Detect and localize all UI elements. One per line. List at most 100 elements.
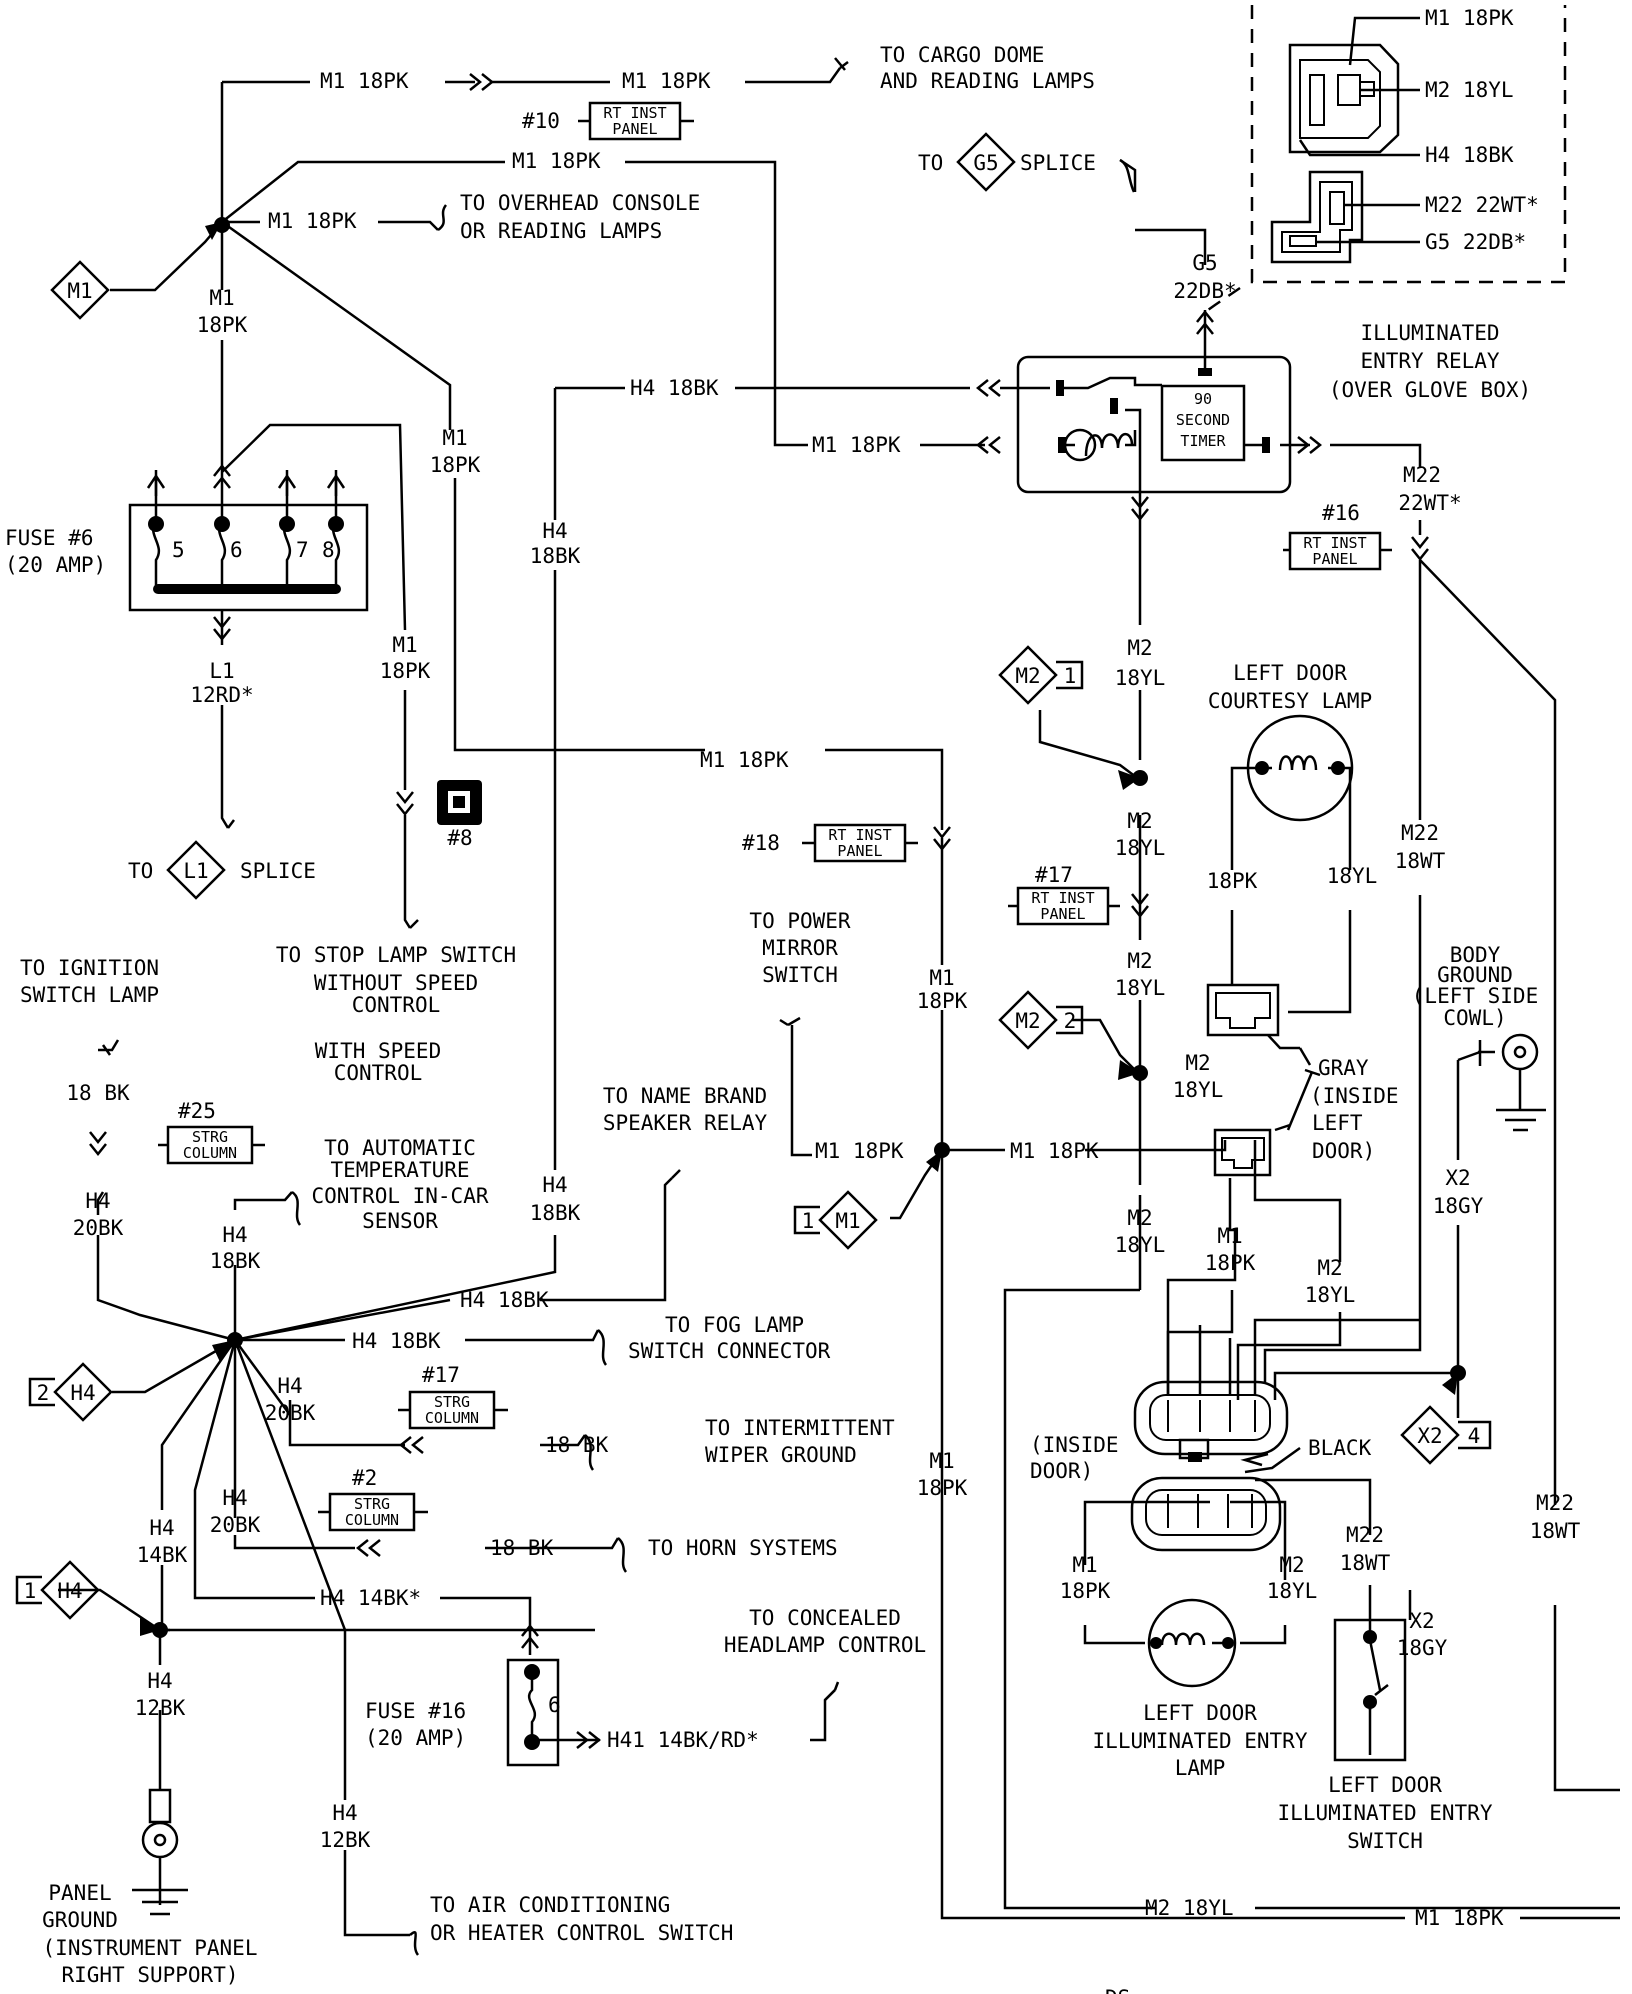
svg-text:MIRROR: MIRROR — [762, 936, 838, 960]
svg-text:18GY: 18GY — [1397, 1636, 1448, 1660]
svg-text:#10: #10 — [522, 109, 560, 133]
svg-text:M1: M1 — [929, 1449, 954, 1473]
svg-text:14BK: 14BK — [137, 1543, 188, 1567]
svg-text:TO: TO — [128, 859, 153, 883]
svg-text:#16: #16 — [1322, 501, 1360, 525]
svg-text:TO INTERMITTENT: TO INTERMITTENT — [705, 1416, 895, 1440]
svg-text:22WT*: 22WT* — [1398, 491, 1461, 515]
svg-text:1: 1 — [1064, 664, 1077, 688]
svg-text:18PK: 18PK — [197, 313, 248, 337]
svg-text:M1 18PK: M1 18PK — [1010, 1139, 1099, 1163]
svg-text:M1 18PK: M1 18PK — [812, 433, 901, 457]
svg-text:OR READING LAMPS: OR READING LAMPS — [460, 219, 662, 243]
svg-text:TO STOP LAMP SWITCH: TO STOP LAMP SWITCH — [276, 943, 516, 967]
svg-text:90: 90 — [1194, 390, 1212, 408]
timer-label: 90 SECOND TIMER — [1176, 390, 1230, 450]
svg-text:FUSE #16: FUSE #16 — [365, 1699, 466, 1723]
panel-ground-symbol — [132, 1788, 188, 1916]
svg-text:M1 18PK: M1 18PK — [268, 209, 357, 233]
svg-text:CONTROL IN-CAR: CONTROL IN-CAR — [311, 1184, 488, 1208]
svg-text:RT INST: RT INST — [1303, 534, 1366, 552]
wire-h4-18bk-b — [234, 1177, 673, 1342]
wire-h4-fog — [235, 1329, 600, 1342]
svg-text:ENTRY RELAY: ENTRY RELAY — [1360, 349, 1499, 373]
svg-text:12BK: 12BK — [320, 1828, 371, 1852]
svg-text:H4: H4 — [542, 519, 567, 543]
fuse-6-block — [128, 470, 369, 612]
svg-text:M22: M22 — [1403, 463, 1441, 487]
svg-text:12BK: 12BK — [135, 1696, 186, 1720]
svg-text:M1: M1 — [835, 1209, 860, 1233]
svg-text:18PK: 18PK — [917, 1476, 968, 1500]
svg-text:M22: M22 — [1401, 821, 1439, 845]
wire-fuse6-top — [221, 423, 412, 929]
svg-text:1: 1 — [24, 1579, 37, 1603]
wire-lower-door — [1083, 1478, 1412, 1710]
svg-text:SENSOR: SENSOR — [362, 1209, 438, 1233]
svg-text:H4: H4 — [542, 1173, 567, 1197]
svg-text:L1: L1 — [209, 659, 234, 683]
svg-text:M22: M22 — [1536, 1491, 1574, 1515]
svg-text:TO: TO — [918, 151, 943, 175]
svg-text:SWITCH CONNECTOR: SWITCH CONNECTOR — [628, 1339, 831, 1363]
connector-8-icon — [437, 780, 482, 825]
svg-text:18YL: 18YL — [1115, 976, 1166, 1000]
svg-text:M1: M1 — [442, 426, 467, 450]
svg-text:COLUMN: COLUMN — [425, 1409, 479, 1427]
svg-text:M2 18YL: M2 18YL — [1425, 78, 1514, 102]
body-ground-symbol — [1457, 1033, 1546, 1132]
splice-g5: G5 — [956, 132, 1016, 192]
connector-2-steering: #2 STRG COLUMN — [318, 1466, 428, 1532]
svg-text:1: 1 — [802, 1209, 815, 1233]
svg-text:COWL): COWL) — [1443, 1006, 1506, 1030]
wire-h4-wiper — [233, 1339, 587, 1447]
svg-text:M22 22WT*: M22 22WT* — [1425, 193, 1539, 217]
svg-text:(INSTRUMENT PANEL: (INSTRUMENT PANEL — [43, 1936, 258, 1960]
svg-text:18BK: 18BK — [530, 1201, 581, 1225]
svg-text:SPEAKER RELAY: SPEAKER RELAY — [603, 1111, 768, 1135]
svg-text:22DB*: 22DB* — [1173, 279, 1236, 303]
svg-text:2: 2 — [1064, 1009, 1077, 1033]
svg-text:18YL: 18YL — [1327, 864, 1378, 888]
svg-text:WITH SPEED: WITH SPEED — [315, 1039, 441, 1063]
svg-text:ILLUMINATED ENTRY: ILLUMINATED ENTRY — [1093, 1729, 1308, 1753]
svg-text:12RD*: 12RD* — [190, 683, 253, 707]
svg-text:H4 18BK: H4 18BK — [630, 376, 719, 400]
svg-text:4: 4 — [1468, 1424, 1481, 1448]
svg-text:SPLICE: SPLICE — [1020, 151, 1096, 175]
splice-m2-2: M2 2 — [998, 990, 1084, 1050]
svg-text:AND READING LAMPS: AND READING LAMPS — [880, 69, 1095, 93]
wire-m1-top — [220, 67, 842, 222]
svg-text:18WT: 18WT — [1340, 1551, 1391, 1575]
svg-text:M1 18PK: M1 18PK — [700, 748, 789, 772]
door-connector-pair — [1130, 1290, 1420, 1552]
wire-h4-splice-1 — [58, 1588, 595, 1790]
svg-text:BLACK: BLACK — [1308, 1436, 1372, 1460]
splice-l1: L1 — [166, 840, 226, 900]
svg-text:H4 18BK: H4 18BK — [1425, 143, 1514, 167]
svg-text:DS: DS — [1105, 1986, 1130, 1994]
connector-10: #10 RT INST PANEL — [522, 101, 694, 141]
svg-text:18PK: 18PK — [1205, 1251, 1256, 1275]
svg-text:7: 7 — [296, 538, 309, 562]
wire-m1-splice-in — [110, 218, 224, 292]
svg-text:LAMP: LAMP — [1175, 1756, 1226, 1780]
svg-text:SWITCH: SWITCH — [1347, 1829, 1423, 1853]
left-door-illuminated-entry-lamp — [1147, 1598, 1237, 1688]
connector-17: #17 RT INST PANEL — [1008, 863, 1120, 926]
wire-labels: M1 18PK M1 18PK M1 18PK M1 18PK M1 18PK … — [66, 69, 1580, 1930]
svg-text:M22: M22 — [1346, 1523, 1384, 1547]
svg-text:GRAY: GRAY — [1318, 1056, 1369, 1080]
splice-m1: M1 — [50, 260, 110, 320]
wire-courtesy-lamp — [1230, 766, 1352, 1014]
svg-text:CONTROL: CONTROL — [334, 1061, 423, 1085]
splice-h4-1: H4 1 — [15, 1560, 100, 1620]
svg-text:18BK: 18BK — [210, 1249, 261, 1273]
svg-text:H4 18BK: H4 18BK — [460, 1288, 549, 1312]
svg-text:LEFT DOOR: LEFT DOOR — [1143, 1701, 1257, 1725]
relay-connector-inset — [1207, 5, 1567, 312]
svg-text:(20 AMP): (20 AMP) — [365, 1726, 466, 1750]
svg-text:TO NAME BRAND: TO NAME BRAND — [603, 1084, 767, 1108]
svg-text:TIMER: TIMER — [1180, 432, 1226, 450]
